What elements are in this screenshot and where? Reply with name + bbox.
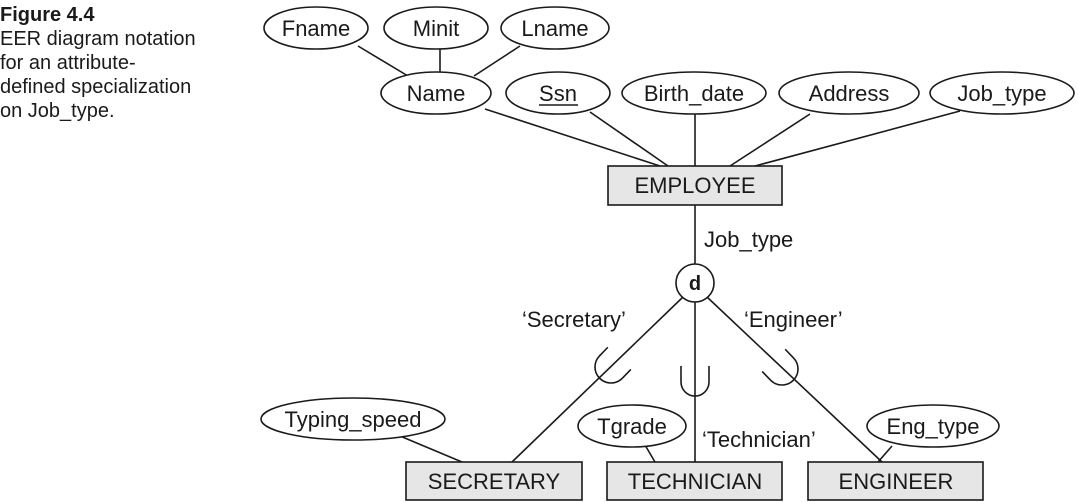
attribute-name-label: Name	[407, 81, 466, 106]
line-typingspeed-secretary	[399, 435, 463, 463]
attribute-fname-label: Fname	[282, 16, 350, 41]
attribute-eng-type-label: Eng_type	[887, 414, 980, 439]
figure-title: Figure 4.4	[0, 4, 95, 26]
line-name-employee	[484, 108, 661, 167]
line-ssn-employee	[589, 111, 669, 167]
entity-employee: EMPLOYEE	[607, 165, 783, 206]
entity-engineer: ENGINEER	[807, 461, 984, 501]
line-lname-name	[473, 45, 521, 77]
attribute-name: Name	[380, 71, 492, 115]
connector-lines	[357, 45, 961, 463]
attribute-birth-date: Birth_date	[621, 71, 767, 115]
figure-caption: Figure 4.4 EER diagram notation for an a…	[0, 3, 240, 123]
engineer-value-label: ‘Engineer’	[744, 307, 843, 332]
subset-symbol-engineer	[761, 348, 799, 386]
line-circle-secretary	[511, 296, 684, 463]
entity-technician: TECHNICIAN	[606, 461, 783, 501]
disjoint-specialization-circle: d	[675, 263, 715, 303]
attribute-job-type-label: Job_type	[957, 81, 1046, 106]
entity-secretary: SECRETARY	[405, 461, 583, 501]
attribute-lname: Lname	[500, 6, 610, 50]
line-engtype-engineer	[877, 445, 893, 463]
entity-secretary-label: SECRETARY	[428, 469, 561, 494]
line-tgrade-technician	[644, 444, 656, 463]
attribute-lname-label: Lname	[521, 16, 588, 41]
attribute-tgrade: Tgrade	[577, 404, 687, 448]
subset-symbol-secretary	[594, 346, 632, 384]
attribute-job-type: Job_type	[929, 71, 1075, 115]
line-jobtype-employee	[754, 110, 961, 167]
line-address-employee	[729, 113, 811, 167]
attribute-address-label: Address	[809, 81, 890, 106]
attribute-minit: Minit	[383, 6, 489, 50]
attribute-fname: Fname	[263, 6, 369, 50]
attribute-address: Address	[778, 71, 920, 115]
attribute-minit-label: Minit	[413, 16, 459, 41]
entity-technician-label: TECHNICIAN	[628, 469, 762, 494]
line-fname-name	[357, 45, 409, 77]
entity-employee-label: EMPLOYEE	[634, 173, 755, 198]
attribute-tgrade-label: Tgrade	[597, 414, 667, 439]
subset-symbol-technician	[680, 366, 710, 397]
attribute-typing-speed-label: Typing_speed	[285, 407, 422, 432]
defining-attribute-label: Job_type	[704, 227, 793, 252]
attribute-typing-speed: Typing_speed	[260, 397, 446, 441]
attribute-ssn: Ssn	[505, 71, 611, 115]
disjointness-label: d	[689, 273, 701, 295]
attribute-birth-date-label: Birth_date	[644, 81, 744, 106]
entity-engineer-label: ENGINEER	[839, 469, 954, 494]
figure-description: EER diagram notation for an attribute- d…	[0, 28, 196, 122]
secretary-value-label: ‘Secretary’	[522, 307, 626, 332]
attribute-ssn-label: Ssn	[539, 81, 577, 106]
subset-symbols	[594, 346, 799, 397]
attribute-eng-type: Eng_type	[866, 404, 1000, 448]
technician-value-label: ‘Technician’	[702, 427, 816, 452]
